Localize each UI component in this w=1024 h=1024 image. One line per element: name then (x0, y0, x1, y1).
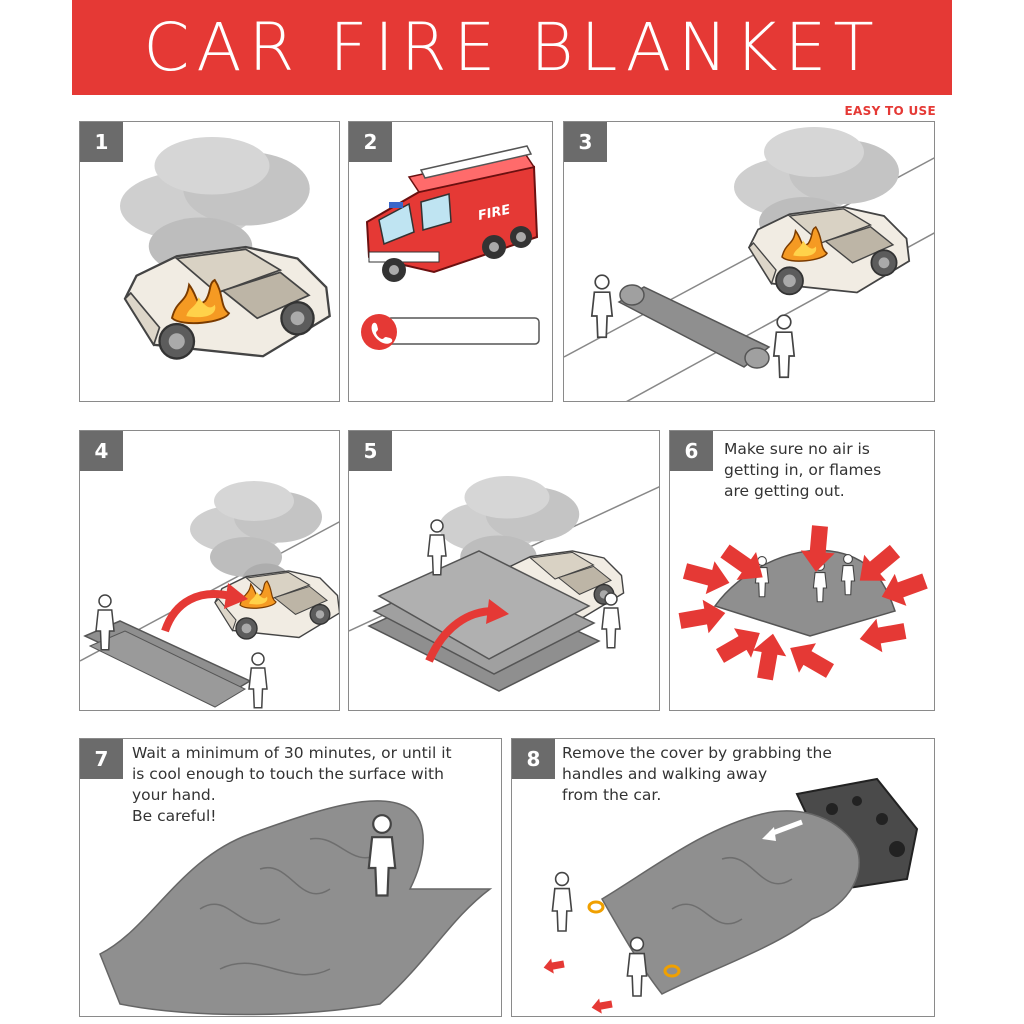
phone-call-field (361, 314, 540, 350)
step-7-number: 7 (80, 739, 123, 779)
fire-truck-illustration: FIRE (361, 145, 540, 350)
step-7-caption: Wait a minimum of 30 minutes, or until i… (132, 744, 452, 825)
burning-car-illustration (120, 137, 331, 360)
step-5-panel: 5 (348, 430, 660, 711)
arrow-icon (224, 583, 248, 609)
step-8-caption: Remove the cover by grabbing the handles… (562, 744, 832, 804)
unroll-blanket-illustration (564, 127, 934, 401)
step-4-panel: 4 (79, 430, 340, 711)
phone-icon (361, 314, 397, 350)
person-icon (590, 274, 614, 339)
remove-blanket-illustration (542, 777, 919, 1016)
step-5-number: 5 (349, 431, 392, 471)
cover-car-illustration (349, 476, 659, 692)
step-7-panel: 7 Wait a minimum of 30 minutes, or until… (79, 738, 502, 1017)
step-6-caption: Make sure no air is getting in, or flame… (724, 440, 882, 500)
step-4-number: 4 (80, 431, 123, 471)
fire-truck-label: FIRE (477, 202, 512, 223)
wait-blanket-illustration (99, 800, 493, 1016)
car-icon (123, 245, 331, 360)
sealed-blanket-illustration (677, 524, 931, 686)
step-2-number: 2 (349, 122, 392, 162)
fire-truck-icon: FIRE (365, 145, 539, 282)
page-title: CAR FIRE BLANKET (72, 0, 952, 95)
step-3-panel: 3 (563, 121, 935, 402)
step-8-number: 8 (512, 739, 555, 779)
step-6-number: 6 (670, 431, 713, 471)
easy-to-use-tag: EASY TO USE (844, 104, 936, 118)
throw-blanket-illustration (80, 481, 339, 709)
step-1-panel: 1 (79, 121, 340, 402)
step-6-panel: 6 Make sure no air is getting in, or fla… (669, 430, 935, 711)
step-2-panel: 2 FIRE (348, 121, 553, 402)
step-3-number: 3 (564, 122, 607, 162)
step-1-number: 1 (80, 122, 123, 162)
step-8-panel: 8 Remove the cover by grabbing the handl… (511, 738, 935, 1017)
